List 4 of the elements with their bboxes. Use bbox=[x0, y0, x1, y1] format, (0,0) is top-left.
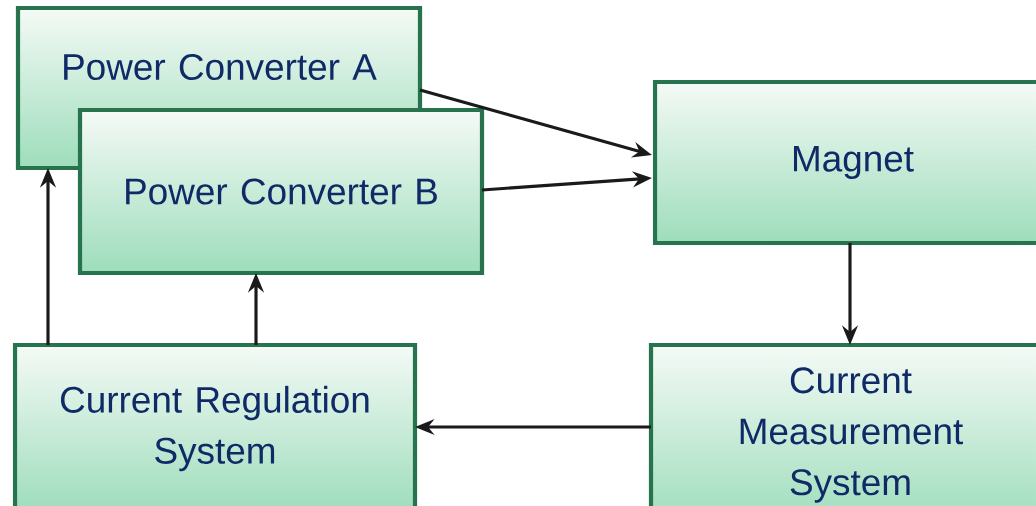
process-box: Current Regulation System bbox=[12, 342, 418, 506]
process-box: Magnet bbox=[652, 79, 1036, 246]
process-box: Power Converter B bbox=[77, 107, 485, 276]
process-box: Current Measurement System bbox=[648, 342, 1036, 506]
